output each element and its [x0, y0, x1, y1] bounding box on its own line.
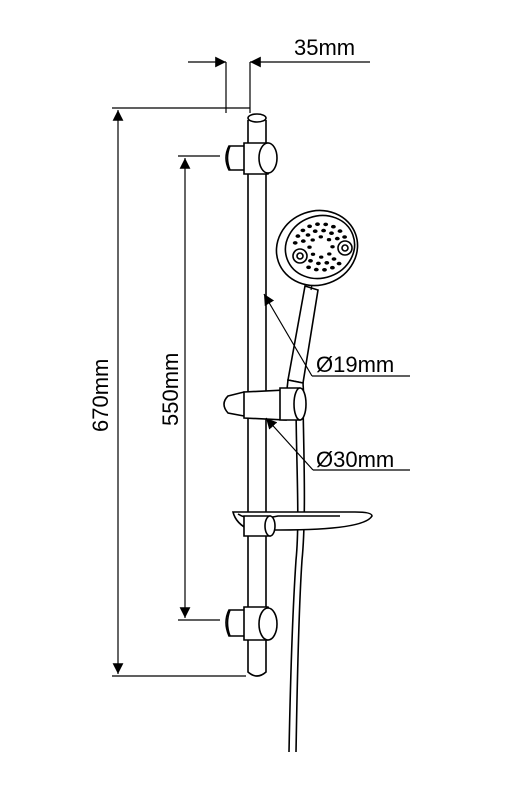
- rail-diameter-callout: Ø30mm: [265, 417, 410, 472]
- shower-hose: [288, 399, 306, 753]
- nozzle-dot: [323, 222, 329, 227]
- nozzle-dot: [305, 233, 311, 237]
- width-dimension: 35mm: [188, 35, 370, 113]
- nozzle-dot: [337, 229, 343, 233]
- nozzle-dot: [300, 239, 306, 243]
- nozzle-dot: [326, 238, 332, 242]
- nozzle-dot: [331, 257, 337, 261]
- bracket-spacing-label: 550mm: [158, 353, 183, 426]
- nozzle-dot: [322, 268, 327, 272]
- nozzle-dot: [331, 224, 336, 229]
- nozzle-dot: [316, 261, 321, 266]
- nozzle-dot: [308, 259, 313, 263]
- nozzle-dot: [292, 241, 298, 245]
- bracket-spacing-dimension: 550mm: [158, 155, 220, 621]
- width-label: 35mm: [294, 35, 355, 60]
- nozzle-dot: [315, 222, 320, 226]
- soap-dish: [231, 511, 373, 537]
- nozzle-dot: [306, 265, 311, 270]
- nozzle-dot: [310, 252, 316, 256]
- nozzle-dot: [310, 238, 315, 242]
- nozzle-dot: [321, 228, 326, 233]
- nozzle-dot: [312, 229, 318, 233]
- hose-diameter-label: Ø19mm: [316, 352, 394, 377]
- nozzle-dot: [307, 245, 312, 249]
- nozzle-dot: [329, 231, 334, 235]
- bottom-wall-bracket: [225, 606, 278, 641]
- nozzle-dot: [295, 234, 301, 238]
- total-height-dimension: 670mm: [88, 107, 250, 677]
- nozzle-dot: [330, 245, 335, 249]
- nozzle-dot: [319, 255, 324, 259]
- nozzle-dot: [318, 235, 323, 239]
- nozzle-dot: [324, 261, 330, 265]
- spray-nozzles: [292, 222, 347, 272]
- nozzle-dot: [313, 267, 319, 272]
- nozzle-dot: [342, 235, 347, 239]
- nozzle-dot: [307, 224, 312, 229]
- hose-diameter-callout: Ø19mm: [263, 293, 410, 377]
- nozzle-dot: [334, 236, 340, 241]
- top-wall-bracket: [225, 142, 278, 175]
- nozzle-dot: [336, 261, 342, 266]
- nozzle-dot: [330, 265, 335, 270]
- shower-head: [275, 209, 359, 287]
- slider-holder: [223, 387, 307, 421]
- nozzle-dot: [300, 228, 306, 233]
- rail-diameter-label: Ø30mm: [316, 447, 394, 472]
- total-height-label: 670mm: [88, 359, 113, 432]
- nozzle-dot: [327, 252, 332, 256]
